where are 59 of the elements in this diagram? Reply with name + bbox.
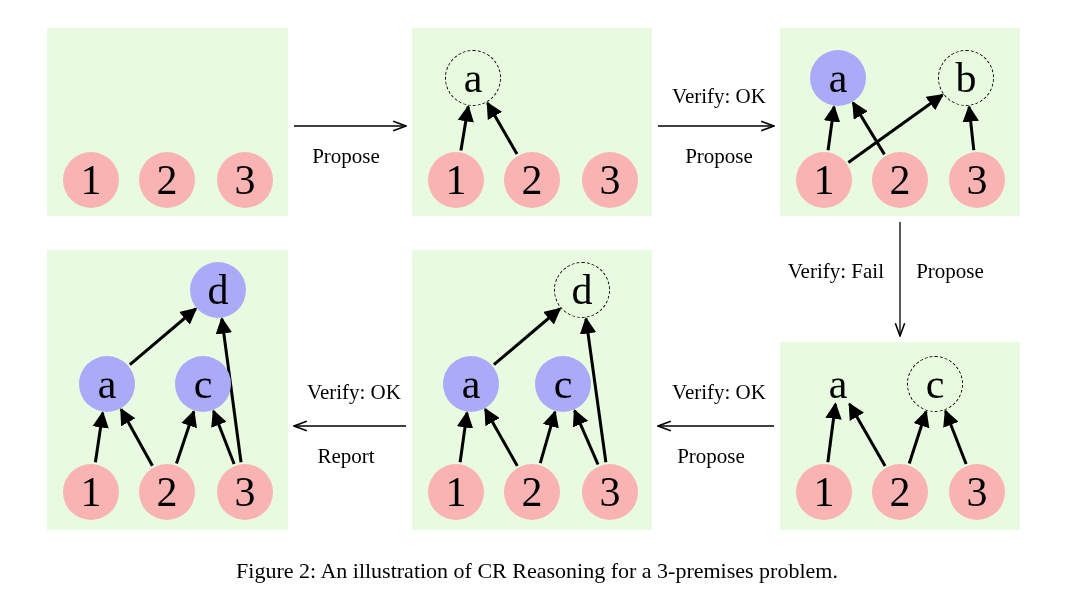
- circle-node: 1: [63, 464, 119, 520]
- arrow: [943, 409, 968, 465]
- arrow: [92, 411, 109, 463]
- arrow: [962, 105, 979, 151]
- circle-node: a: [443, 356, 499, 412]
- circle-node: 2: [139, 464, 195, 520]
- circle-node: 3: [582, 152, 638, 208]
- arrow: [657, 120, 775, 132]
- circle-node: 1: [796, 152, 852, 208]
- arrow: [825, 402, 842, 463]
- arrow: [483, 407, 519, 467]
- arrow: [119, 407, 154, 467]
- arrow: [215, 317, 243, 463]
- circle-node: d: [190, 262, 246, 318]
- arrow: [579, 317, 608, 463]
- arrow: [457, 105, 474, 151]
- panel-background: [780, 342, 1020, 530]
- circle-node: 1: [428, 152, 484, 208]
- arrow: [572, 409, 600, 466]
- arrow: [907, 410, 930, 464]
- arrow: [175, 409, 197, 464]
- circle-node: 1: [428, 464, 484, 520]
- circle-node: c: [535, 356, 591, 412]
- panel-background: [780, 28, 1020, 216]
- arrow: [851, 101, 886, 156]
- arrow: [538, 410, 559, 464]
- arrow: [486, 101, 519, 155]
- circle-node: 3: [217, 152, 273, 208]
- circle-node: 2: [872, 152, 928, 208]
- circle-node: c: [175, 356, 231, 412]
- circle-node: a: [79, 356, 135, 412]
- circle-node: 2: [504, 152, 560, 208]
- arrow: [456, 411, 474, 463]
- arrow: [211, 409, 236, 465]
- circle-node: 3: [217, 464, 273, 520]
- arrow: [128, 307, 198, 366]
- circle-node: 3: [949, 152, 1005, 208]
- arrow: [293, 120, 407, 132]
- panel-background: [412, 250, 652, 530]
- arrow: [894, 221, 906, 337]
- arrow: [823, 105, 841, 151]
- circle-node: 3: [949, 464, 1005, 520]
- circle-node: 2: [872, 464, 928, 520]
- arrow: [848, 402, 887, 467]
- node-letter: a: [823, 364, 853, 404]
- figure-caption: Figure 2: An illustration of CR Reasoning for a 3-premises problem.: [236, 558, 838, 583]
- panel-background: [47, 250, 288, 530]
- circle-node: 3: [582, 464, 638, 520]
- arrow: [293, 420, 407, 432]
- arrow: [847, 93, 944, 164]
- circle-node: 2: [139, 152, 195, 208]
- circle-node: a: [810, 50, 866, 106]
- arrow: [492, 307, 562, 366]
- arrow: [657, 420, 775, 432]
- circle-node: 1: [63, 152, 119, 208]
- circle-node: 2: [504, 464, 560, 520]
- panel-background: [412, 28, 652, 216]
- panel-background: [47, 28, 288, 216]
- circle-node: 1: [796, 464, 852, 520]
